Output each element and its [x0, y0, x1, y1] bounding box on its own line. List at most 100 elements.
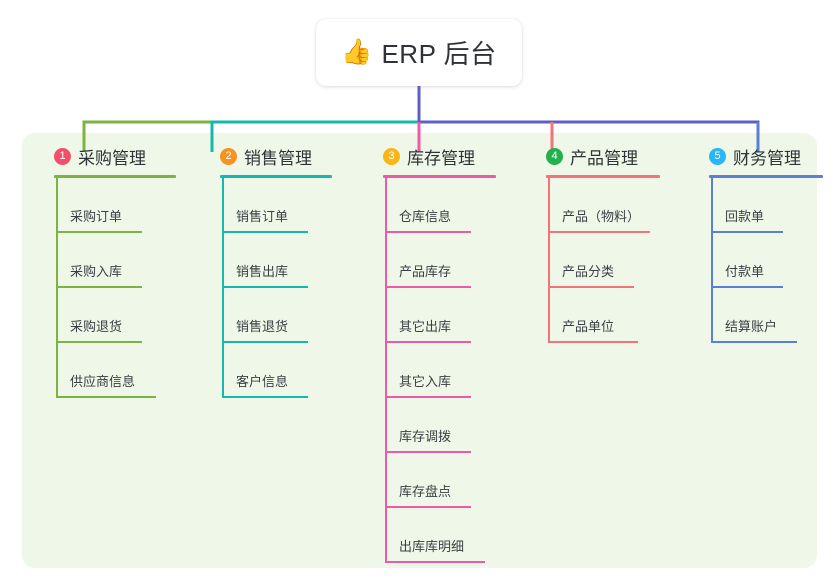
list-item-label: 供应商信息 — [70, 374, 136, 389]
column-items-1: 采购订单采购入库采购退货供应商信息 — [36, 178, 196, 398]
list-item-rule — [385, 231, 471, 233]
column-items-4: 产品（物料） 产品分类产品单位 — [528, 178, 688, 343]
list-item[interactable]: 付款单 — [691, 233, 839, 288]
list-item[interactable]: 产品（物料） — [528, 178, 688, 233]
column-header-rule-2 — [220, 175, 332, 178]
list-item-rule — [385, 451, 471, 453]
list-item-label: 付款单 — [725, 264, 765, 279]
list-item-label: 销售退货 — [236, 319, 289, 334]
list-item[interactable]: 采购订单 — [36, 178, 196, 233]
list-item-label: 产品（物料） — [562, 209, 641, 224]
column-badge-5: 5 — [709, 147, 726, 165]
list-item[interactable]: 采购退货 — [36, 288, 196, 343]
column-header-rule-3 — [383, 175, 496, 178]
column-title-5: 财务管理 — [733, 148, 801, 168]
list-item-label: 销售出库 — [236, 264, 289, 279]
root-node-erp-backend[interactable]: 👍 ERP 后台 — [316, 19, 522, 86]
list-item[interactable]: 采购入库 — [36, 233, 196, 288]
column-spine-4 — [548, 178, 550, 343]
list-item-rule — [385, 561, 485, 563]
column-badge-2: 2 — [220, 147, 237, 165]
column-header-rule-5 — [709, 175, 823, 178]
list-item-rule — [222, 286, 308, 288]
column-spine-1 — [56, 178, 58, 398]
list-item-label: 产品库存 — [399, 264, 452, 279]
column-items-3: 仓库信息产品库存其它出库其它入库库存调拨库存盘点出库库明细 — [365, 178, 525, 563]
column-title-3: 库存管理 — [407, 148, 475, 168]
list-item[interactable]: 其它出库 — [365, 288, 525, 343]
list-item[interactable]: 产品单位 — [528, 288, 688, 343]
column-3: 3 库存管理仓库信息产品库存其它出库其它入库库存调拨库存盘点出库库明细 — [365, 143, 525, 563]
list-item-rule — [56, 286, 142, 288]
list-item[interactable]: 供应商信息 — [36, 343, 196, 398]
list-item[interactable]: 库存调拨 — [365, 398, 525, 453]
list-item-label: 仓库信息 — [399, 209, 452, 224]
list-item-label: 采购退货 — [70, 319, 123, 334]
list-item[interactable]: 仓库信息 — [365, 178, 525, 233]
column-header-5[interactable]: 5 财务管理 — [691, 143, 839, 169]
list-item[interactable]: 库存盘点 — [365, 453, 525, 508]
list-item-rule — [222, 231, 308, 233]
list-item-label: 产品单位 — [562, 319, 615, 334]
list-item-rule — [56, 341, 142, 343]
list-item-rule — [548, 341, 638, 343]
list-item-label: 库存盘点 — [399, 484, 452, 499]
column-header-rule-4 — [546, 175, 660, 178]
list-item-rule — [56, 396, 156, 398]
list-item-label: 出库库明细 — [399, 539, 465, 554]
root-node-title: ERP 后台 — [381, 39, 497, 69]
column-4: 4 产品管理产品（物料） 产品分类产品单位 — [528, 143, 688, 343]
list-item-label: 结算账户 — [725, 319, 778, 334]
column-header-4[interactable]: 4 产品管理 — [528, 143, 688, 169]
list-item-rule — [548, 231, 650, 233]
list-item-label: 采购订单 — [70, 209, 123, 224]
list-item-label: 客户信息 — [236, 374, 289, 389]
column-header-2[interactable]: 2 销售管理 — [202, 143, 362, 169]
column-header-rule-1 — [54, 175, 176, 178]
list-item[interactable]: 出库库明细 — [365, 508, 525, 563]
list-item[interactable]: 销售订单 — [202, 178, 362, 233]
list-item-rule — [548, 286, 634, 288]
list-item-label: 采购入库 — [70, 264, 123, 279]
list-item[interactable]: 客户信息 — [202, 343, 362, 398]
column-spine-3 — [385, 178, 387, 563]
column-items-5: 回款单付款单结算账户 — [691, 178, 839, 343]
list-item[interactable]: 销售退货 — [202, 288, 362, 343]
list-item-label: 其它出库 — [399, 319, 452, 334]
diagram-panel-background — [22, 133, 817, 568]
list-item[interactable]: 结算账户 — [691, 288, 839, 343]
list-item-rule — [56, 231, 142, 233]
column-header-3[interactable]: 3 库存管理 — [365, 143, 525, 169]
list-item-rule — [385, 396, 471, 398]
list-item-rule — [222, 396, 308, 398]
list-item-rule — [385, 286, 471, 288]
list-item-rule — [711, 341, 797, 343]
column-badge-3: 3 — [383, 147, 400, 165]
column-badge-4: 4 — [546, 147, 563, 165]
list-item-rule — [711, 231, 783, 233]
list-item[interactable]: 产品分类 — [528, 233, 688, 288]
list-item-rule — [222, 341, 308, 343]
column-2: 2 销售管理销售订单销售出库销售退货客户信息 — [202, 143, 362, 398]
column-badge-1: 1 — [54, 147, 71, 165]
column-title-2: 销售管理 — [244, 148, 312, 168]
list-item-label: 产品分类 — [562, 264, 615, 279]
list-item-label: 其它入库 — [399, 374, 452, 389]
list-item[interactable]: 产品库存 — [365, 233, 525, 288]
column-title-4: 产品管理 — [570, 148, 638, 168]
column-1: 1 采购管理采购订单采购入库采购退货供应商信息 — [36, 143, 196, 398]
column-title-1: 采购管理 — [78, 148, 146, 168]
column-spine-2 — [222, 178, 224, 398]
list-item-label: 库存调拨 — [399, 429, 452, 444]
column-header-1[interactable]: 1 采购管理 — [36, 143, 196, 169]
list-item-rule — [711, 286, 783, 288]
list-item[interactable]: 销售出库 — [202, 233, 362, 288]
list-item-rule — [385, 506, 471, 508]
list-item[interactable]: 其它入库 — [365, 343, 525, 398]
list-item-label: 回款单 — [725, 209, 765, 224]
column-items-2: 销售订单销售出库销售退货客户信息 — [202, 178, 362, 398]
column-5: 5 财务管理回款单付款单结算账户 — [691, 143, 839, 343]
column-spine-5 — [711, 178, 713, 343]
list-item-label: 销售订单 — [236, 209, 289, 224]
list-item[interactable]: 回款单 — [691, 178, 839, 233]
